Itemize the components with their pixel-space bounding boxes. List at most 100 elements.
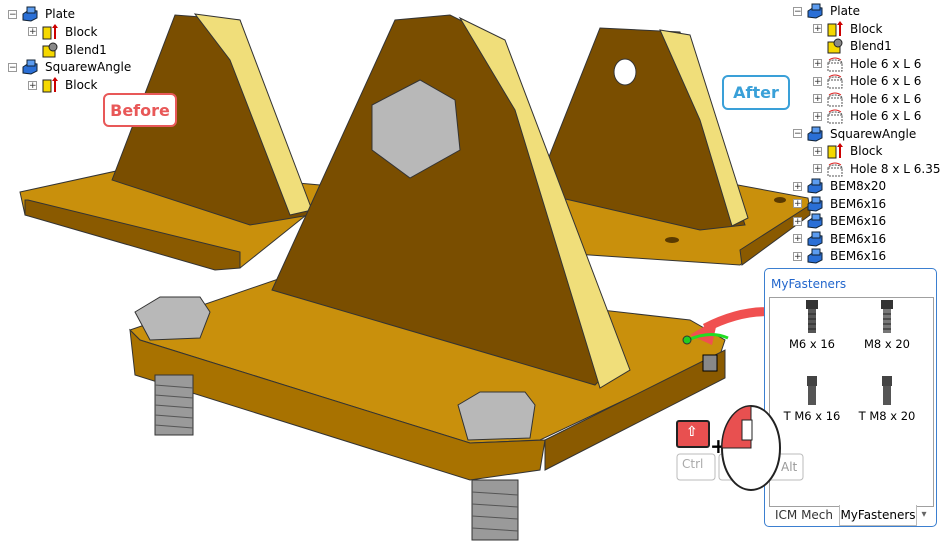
tree-item-label: Plate [830,4,861,18]
tree-item-label: BEM6x16 [830,231,887,246]
expand-toggle-icon[interactable]: − [793,129,802,139]
fastener-label: T M6 x 16 [783,409,841,423]
expand-toggle-icon[interactable]: − [8,62,17,73]
before-callout: Before [103,93,177,127]
part-icon [806,196,824,212]
part-icon [806,248,824,264]
panel-tabs: ICM Mech MyFasteners ▾ [769,505,932,526]
tree-item-label: Hole 6 x L 6 [850,56,922,71]
tree-item[interactable]: − Plate [793,2,860,20]
expand-toggle-icon[interactable]: + [793,199,802,209]
tree-item[interactable]: + BEM6x16 [793,212,886,230]
fastener-label: T M8 x 20 [858,409,916,423]
expand-toggle-icon[interactable]: − [8,9,17,20]
tree-item[interactable]: + Block [813,142,882,160]
tree-item[interactable]: + Hole 6 x L 6 [813,72,921,90]
tree-item[interactable]: −SquarewAngle [8,58,131,76]
socket-screw-icon [882,376,892,405]
part-icon [21,59,39,75]
hole-feature-icon [826,73,844,89]
tree-item[interactable]: + Hole 6 x L 6 [813,90,921,108]
tree-item-label: Block [850,144,883,158]
tree-item[interactable]: + BEM6x16 [793,230,886,248]
ctrl-key: Ctrl [682,457,704,471]
tree-item[interactable]: − SquarewAngle [793,125,916,143]
tree-item[interactable]: + BEM8x20 [793,177,886,195]
block-feature-icon [826,143,844,159]
part-icon [806,3,824,19]
hole-feature-icon [826,91,844,107]
hex-bolt-icon [881,300,893,333]
expand-toggle-icon[interactable]: − [793,6,802,17]
tab-myfasteners[interactable]: MyFasteners [839,505,917,526]
tree-item[interactable]: + Hole 6 x L 6 [813,55,921,73]
tree-item-label: Blend1 [850,39,892,53]
tree-item-label: BEM6x16 [830,214,887,228]
after-callout: After [722,75,790,110]
tree-item-label: Hole 6 x L 6 [850,91,922,106]
expand-toggle-icon[interactable]: + [793,216,802,227]
tree-item[interactable]: + Block [28,76,97,94]
expand-toggle-icon[interactable]: + [813,164,822,174]
hole-feature-icon [826,108,844,124]
fastener-label: M8 x 20 [864,337,910,351]
tree-item[interactable]: + Hole 6 x L 6 [813,107,921,125]
tree-item[interactable]: Blend1 [813,37,892,55]
expand-toggle-icon[interactable]: + [793,251,802,262]
tree-item-label: Hole 8 x L 6.35 [850,161,941,176]
tree-item-label: Blend1 [65,42,107,57]
tree-item-label: Block [65,78,98,93]
blend-feature-icon [41,42,59,58]
tree-item-label: Hole 6 x L 6 [850,74,922,88]
fasteners-library-panel: MyFasteners M6 x 16 M8 x 20 T M6 x 16 T … [764,268,937,527]
block-feature-icon [41,23,59,40]
block-feature-icon [41,77,59,93]
fastener-item-m8x20[interactable]: M8 x 20 [847,300,927,351]
tree-item-label: Plate [45,7,76,21]
expand-toggle-icon[interactable]: + [813,76,822,87]
tab-overflow-dropdown-icon[interactable]: ▾ [921,509,927,520]
expand-toggle-icon[interactable]: + [813,94,822,104]
part-icon [806,126,824,142]
tab-icm-mech[interactable]: ICM Mech [774,508,834,522]
tree-item[interactable]: + BEM6x16 [793,195,886,213]
tree-item-label: Hole 6 x L 6 [850,109,922,123]
alt-key: Alt [781,460,798,474]
tree-item[interactable]: Blend1 [28,41,107,59]
expand-toggle-icon[interactable]: + [28,80,37,91]
hole-feature-icon [826,161,844,177]
hole-feature-icon [826,56,844,72]
expand-toggle-icon[interactable]: + [793,181,802,192]
part-icon [806,231,824,247]
fastener-item-t-m8x20[interactable]: T M8 x 20 [847,376,927,423]
panel-title: MyFasteners [771,277,847,291]
fastener-item-m6x16[interactable]: M6 x 16 [772,300,852,351]
blend-feature-icon [826,38,844,54]
tree-item[interactable]: +Block [28,23,97,41]
tree-item[interactable]: + Hole 8 x L 6.35 [813,160,940,178]
fastener-item-t-m6x16[interactable]: T M6 x 16 [772,376,852,423]
expand-toggle-icon[interactable]: + [793,234,802,244]
part-icon [806,213,824,229]
expand-toggle-icon[interactable]: + [28,27,37,38]
tree-item-label: Block [850,21,883,36]
tree-item[interactable]: + BEM6x16 [793,247,886,265]
expand-toggle-icon[interactable]: + [813,59,822,69]
tree-item-label: SquarewAngle [830,126,917,141]
shift-key: ⇧ [686,424,698,440]
fastener-label: M6 x 16 [789,337,835,351]
expand-toggle-icon[interactable]: + [813,111,822,122]
before-assembly [19,13,326,271]
block-feature-icon [826,20,844,37]
front-assembly [129,14,807,541]
fastener-list: M6 x 16 M8 x 20 T M6 x 16 T M8 x 20 [769,297,934,507]
tree-item-label: BEM6x16 [830,196,887,211]
tree-item[interactable]: − Plate [8,5,75,23]
tree-item-label: BEM6x16 [830,249,887,263]
tree-item-label: BEM8x20 [830,179,887,193]
expand-toggle-icon[interactable]: + [813,146,822,157]
tree-item[interactable]: + Block [813,20,882,38]
part-icon [806,178,824,194]
expand-toggle-icon[interactable]: + [813,24,822,34]
